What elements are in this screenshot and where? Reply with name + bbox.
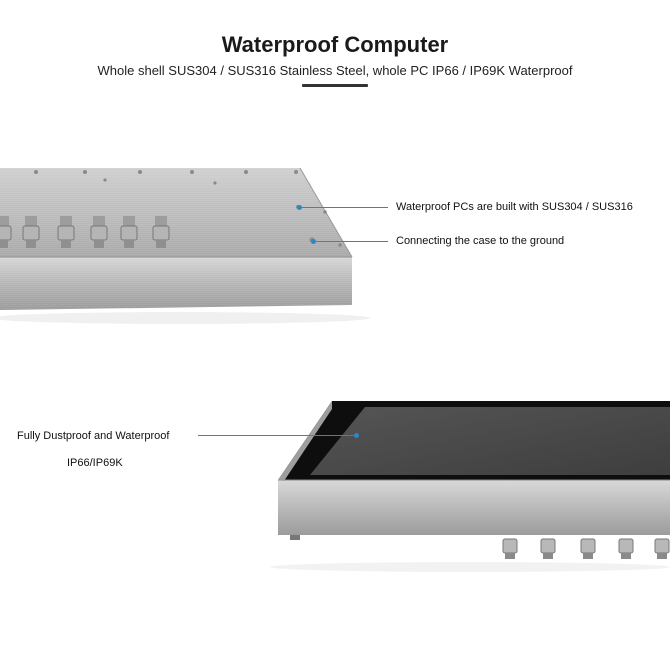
callout-dustproof-label: Fully Dustproof and Waterproof <box>17 430 170 442</box>
callout-leader-dustproof <box>198 435 356 436</box>
title-underline-divider <box>302 84 368 87</box>
callout-leader-material <box>302 207 388 208</box>
callout-dot-dustproof <box>354 433 359 438</box>
computer-front-display-image <box>270 401 670 572</box>
page-subtitle: Whole shell SUS304 / SUS316 Stainless St… <box>97 63 573 78</box>
computer-back-panel-image <box>0 167 370 324</box>
callout-dot-material <box>297 205 302 210</box>
callout-rating-label: IP66/IP69K <box>67 457 123 469</box>
callout-dot-grounding <box>311 239 316 244</box>
callout-leader-grounding <box>316 241 388 242</box>
callout-material-label: Waterproof PCs are built with SUS304 / S… <box>396 201 633 213</box>
page-title: Waterproof Computer <box>221 32 449 57</box>
callout-grounding-label: Connecting the case to the ground <box>396 235 565 247</box>
